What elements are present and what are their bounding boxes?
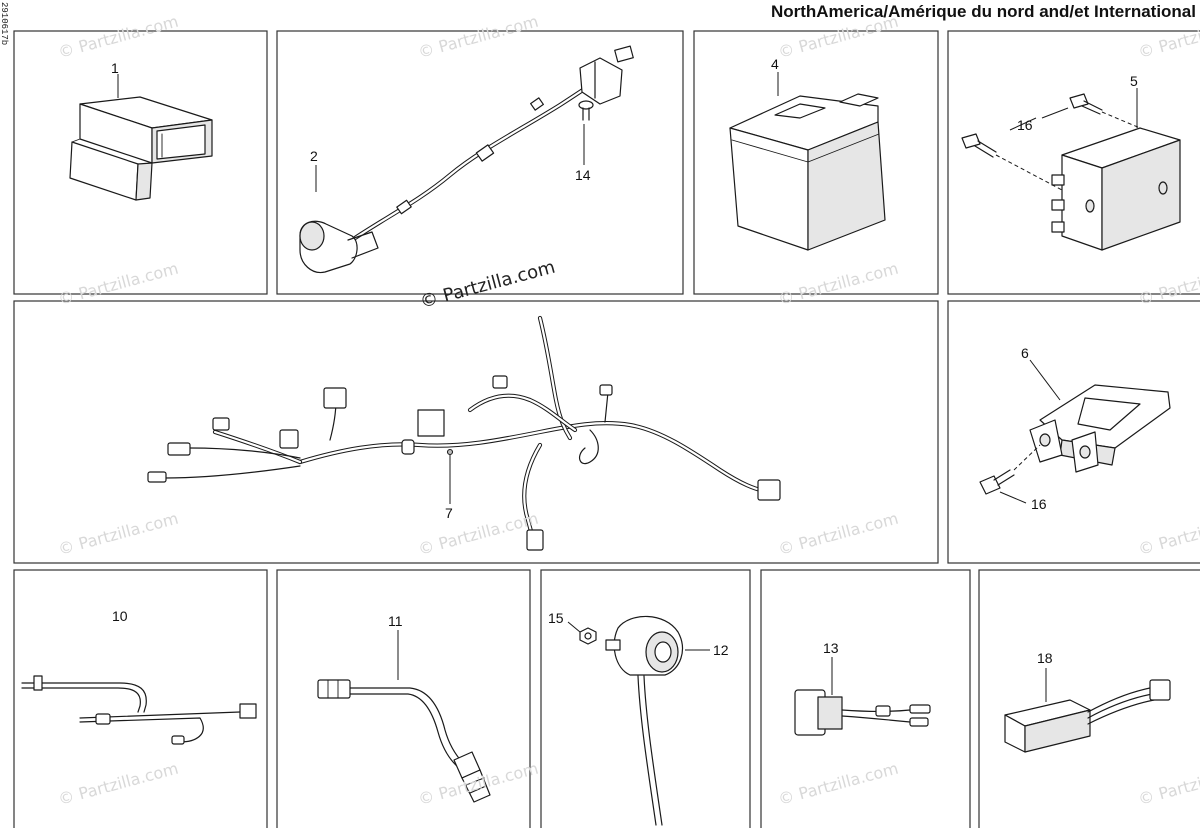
- part-16-screw-upper[interactable]: [961, 93, 1103, 158]
- callout-15: 15: [548, 610, 564, 626]
- part-13-sensor[interactable]: [794, 689, 931, 736]
- callout-11: 11: [388, 613, 403, 629]
- callout-12: 12: [713, 642, 729, 658]
- part-16-screw-lower[interactable]: [979, 469, 1015, 495]
- drawing-reference: 2910617b: [0, 2, 9, 45]
- part-7-wiring-harness[interactable]: [147, 315, 781, 551]
- panel-part-11[interactable]: [276, 569, 531, 828]
- callout-16-upper: 16: [1017, 117, 1033, 133]
- part-11-sensor-cable[interactable]: [317, 679, 491, 803]
- part-6-bracket[interactable]: [1029, 384, 1171, 473]
- callout-16-lower: 16: [1031, 496, 1047, 512]
- panel-part-1[interactable]: [13, 30, 268, 295]
- part-12-switch[interactable]: [605, 615, 683, 826]
- callout-1: 1: [111, 60, 119, 76]
- callout-2: 2: [310, 148, 318, 164]
- callout-5: 5: [1130, 73, 1138, 89]
- panel-part-7[interactable]: [13, 300, 939, 564]
- part-15-nut[interactable]: [579, 627, 597, 645]
- callout-10: 10: [112, 608, 128, 624]
- callout-4: 4: [771, 56, 779, 72]
- header-title: NorthAmerica/Amérique du nord and/et Int…: [771, 2, 1196, 21]
- part-5-regulator[interactable]: [1051, 127, 1181, 251]
- part-10-harness[interactable]: [21, 675, 257, 745]
- part-4-battery[interactable]: [729, 93, 886, 251]
- callout-6: 6: [1021, 345, 1029, 361]
- part-2-ignition-cable[interactable]: [299, 45, 634, 274]
- part-14-screw[interactable]: [578, 100, 594, 121]
- callout-13: 13: [823, 640, 839, 656]
- callout-7: 7: [445, 505, 453, 521]
- callout-18: 18: [1037, 650, 1053, 666]
- callout-14: 14: [575, 167, 591, 183]
- part-18-module[interactable]: [1004, 679, 1171, 753]
- part-1-relay[interactable]: [69, 96, 213, 201]
